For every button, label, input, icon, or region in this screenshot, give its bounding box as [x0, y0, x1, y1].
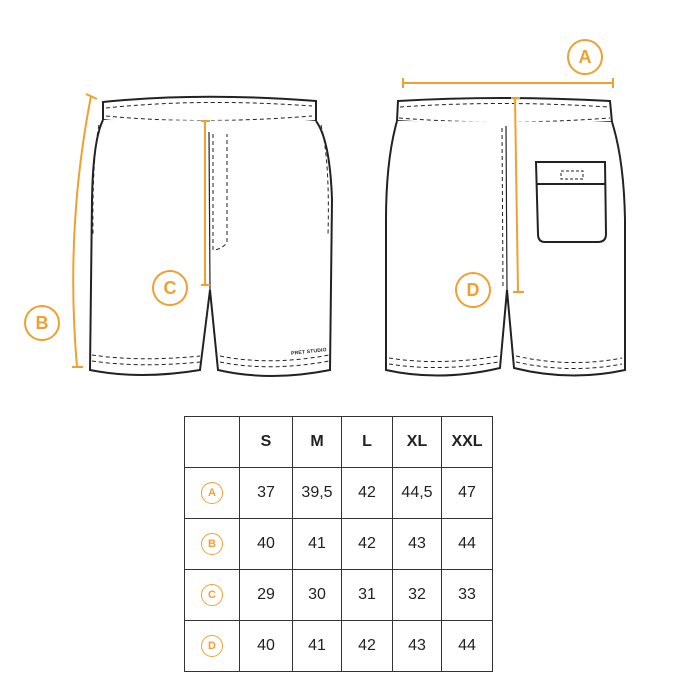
marker-c-badge: C	[201, 584, 223, 606]
front-shorts-drawing	[88, 95, 334, 377]
marker-c-badge: C	[152, 270, 188, 306]
marker-a-label: A	[578, 46, 592, 67]
marker-d-badge: D	[455, 272, 491, 308]
marker-b-badge: B	[201, 533, 223, 555]
size-chart-table: S M L XL XXL A 37 39,5 42 44,5 47 B 40 4…	[184, 416, 493, 672]
cell: 43	[392, 620, 442, 672]
marker-d-label: D	[466, 279, 480, 300]
header-cell: M	[292, 416, 342, 468]
header-cell: L	[341, 416, 393, 468]
row-label: C	[184, 569, 240, 621]
row-label: D	[184, 620, 240, 672]
header-cell	[184, 416, 240, 468]
back-shorts-drawing	[385, 97, 626, 377]
marker-d-badge: D	[201, 635, 223, 657]
cell: 47	[441, 467, 493, 519]
measure-line-b	[72, 95, 92, 368]
cell: 30	[292, 569, 342, 621]
header-cell: XXL	[441, 416, 493, 468]
cell: 33	[441, 569, 493, 621]
marker-a-badge: A	[567, 39, 603, 75]
measurement-lines	[72, 78, 614, 368]
cell: 29	[239, 569, 293, 621]
marker-b-badge: B	[24, 305, 60, 341]
cell: 44	[441, 518, 493, 570]
header-cell: S	[239, 416, 293, 468]
marker-a-badge: A	[201, 482, 223, 504]
cell: 37	[239, 467, 293, 519]
table-row: B 40 41 42 43 44	[184, 518, 493, 570]
cell: 31	[341, 569, 393, 621]
cell: 39,5	[292, 467, 342, 519]
cell: 42	[341, 467, 393, 519]
cell: 43	[392, 518, 442, 570]
cell: 40	[239, 518, 293, 570]
measure-line-d	[514, 97, 519, 293]
marker-b-label: B	[35, 312, 49, 333]
cell: 44	[441, 620, 493, 672]
table-row: A 37 39,5 42 44,5 47	[184, 467, 493, 519]
cell: 42	[341, 620, 393, 672]
cell: 41	[292, 620, 342, 672]
cell: 42	[341, 518, 393, 570]
table-header-row: S M L XL XXL	[184, 416, 493, 468]
table-row: D 40 41 42 43 44	[184, 620, 493, 672]
row-label: A	[184, 467, 240, 519]
row-label: B	[184, 518, 240, 570]
marker-c-label: C	[163, 277, 177, 298]
cell: 40	[239, 620, 293, 672]
cell: 41	[292, 518, 342, 570]
header-cell: XL	[392, 416, 442, 468]
table-row: C 29 30 31 32 33	[184, 569, 493, 621]
cell: 32	[392, 569, 442, 621]
cell: 44,5	[392, 467, 442, 519]
